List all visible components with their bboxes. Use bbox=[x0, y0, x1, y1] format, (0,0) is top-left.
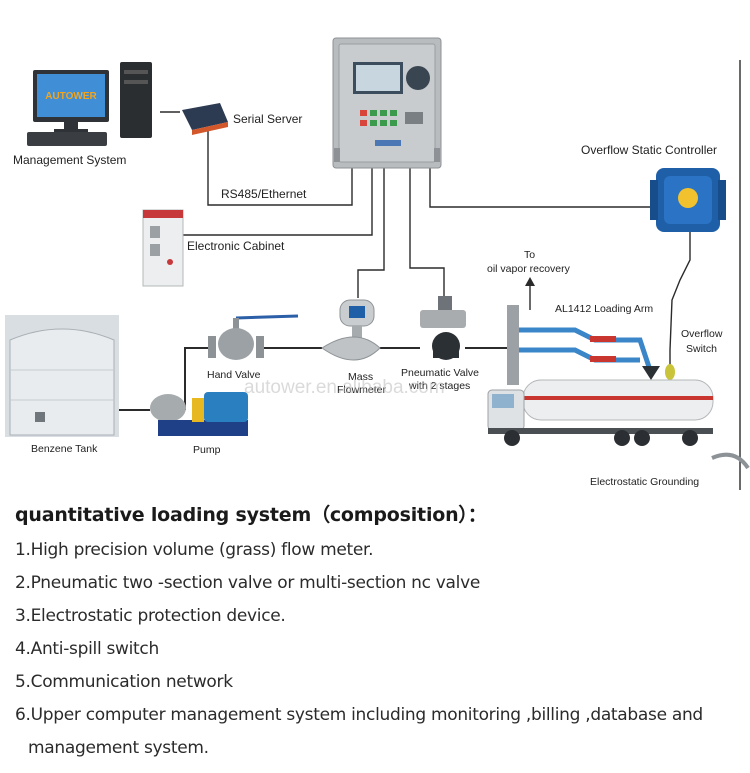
loading-arm-label: AL1412 Loading Arm bbox=[555, 303, 653, 315]
pump: Pump bbox=[150, 392, 248, 456]
mass-flowmeter-label-line2: Flowmeter bbox=[337, 384, 387, 396]
watermark-text: autower.en.alibaba.com bbox=[244, 377, 445, 398]
main-pipeline bbox=[119, 347, 515, 411]
batch-controller bbox=[332, 37, 442, 169]
electronic-cabinet: Electronic Cabinet bbox=[142, 209, 285, 287]
composition-section: quantitative loading system（composition）… bbox=[15, 500, 745, 765]
monitor-brand-text: AUTOWER bbox=[45, 91, 97, 102]
pneumatic-valve-label-line2: with 2 stages bbox=[408, 380, 470, 392]
composition-item: 5.Communication network bbox=[15, 672, 233, 692]
composition-item: 1.High precision volume (grass) flow met… bbox=[15, 540, 374, 560]
loading-arm: AL1412 Loading Arm bbox=[507, 303, 660, 385]
pump-label: Pump bbox=[193, 444, 221, 456]
overflow-static-controller-label: Overflow Static Controller bbox=[581, 143, 717, 157]
rs485-label: RS485/Ethernet bbox=[221, 187, 307, 201]
electrostatic-grounding-label: Electrostatic Grounding bbox=[590, 476, 699, 488]
mass-flowmeter: Mass Flowmeter bbox=[321, 299, 387, 396]
overflow-switch-label-line2: Switch bbox=[686, 343, 717, 355]
composition-item: 4.Anti-spill switch bbox=[15, 639, 159, 659]
benzene-tank: Benzene Tank bbox=[5, 315, 119, 455]
oil-vapor-recovery: To oil vapor recovery bbox=[487, 249, 571, 310]
composition-item: 6.Upper computer management system inclu… bbox=[15, 705, 703, 758]
electronic-cabinet-label: Electronic Cabinet bbox=[187, 239, 285, 253]
electrostatic-grounding: Electrostatic Grounding bbox=[590, 452, 750, 488]
serial-server-label: Serial Server bbox=[233, 112, 302, 126]
pneumatic-valve-label-line1: Pneumatic Valve bbox=[401, 367, 479, 379]
management-system: AUTOWER Management System bbox=[13, 62, 152, 167]
management-system-label: Management System bbox=[13, 153, 126, 167]
mass-flowmeter-label-line1: Mass bbox=[348, 371, 373, 383]
oil-vapor-recovery-label: oil vapor recovery bbox=[487, 263, 571, 275]
composition-item: 3.Electrostatic protection device. bbox=[15, 606, 286, 626]
composition-heading: quantitative loading system（composition）… bbox=[15, 504, 487, 526]
pneumatic-valve: Pneumatic Valve with 2 stages bbox=[401, 296, 479, 392]
overflow-switch-label-line1: Overflow bbox=[681, 328, 723, 340]
benzene-tank-label: Benzene Tank bbox=[31, 443, 98, 455]
composition-item: 2.Pneumatic two -section valve or multi-… bbox=[15, 573, 481, 593]
overflow-static-controller: Overflow Static Controller bbox=[581, 143, 726, 232]
loading-system-diagram: AUTOWER Management System Serial Server … bbox=[5, 37, 750, 490]
oil-vapor-to-label: To bbox=[524, 249, 535, 261]
serial-server: Serial Server bbox=[182, 103, 302, 135]
hand-valve-label: Hand Valve bbox=[207, 369, 261, 381]
signal-lines bbox=[160, 60, 741, 490]
hand-valve: Hand Valve bbox=[207, 314, 299, 381]
tanker-truck bbox=[487, 379, 714, 446]
overflow-switch: Overflow Switch bbox=[665, 328, 723, 380]
